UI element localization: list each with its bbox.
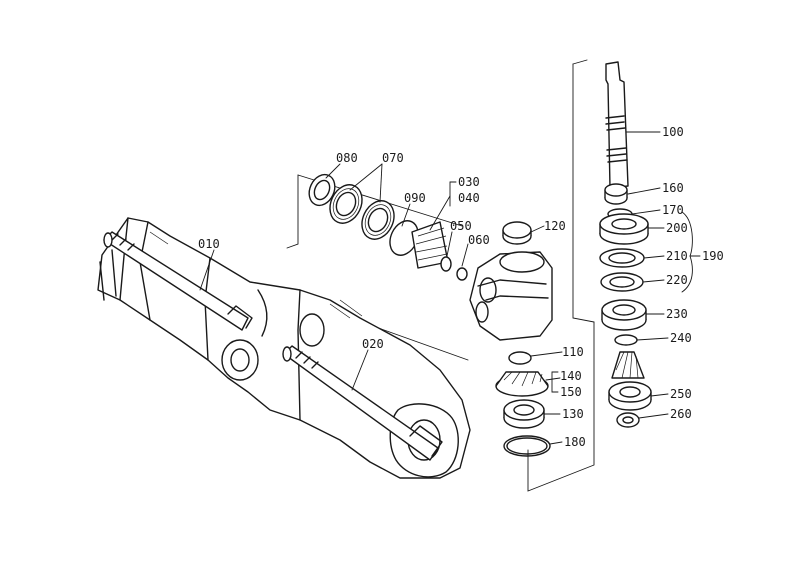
label-110[interactable]: 110	[562, 345, 584, 359]
shaft-010	[103, 231, 253, 331]
seal-210	[599, 248, 645, 268]
shaft-020	[282, 345, 443, 461]
bearing-160	[604, 183, 628, 205]
label-010[interactable]: 010	[198, 237, 220, 251]
label-150[interactable]: 150	[560, 385, 582, 399]
nut-260	[616, 412, 640, 428]
label-020[interactable]: 020	[362, 337, 384, 351]
ring-110	[508, 351, 532, 365]
washer-050	[440, 256, 452, 272]
bearing-070-a	[329, 184, 363, 224]
label-100[interactable]: 100	[662, 125, 684, 139]
label-190[interactable]: 190	[702, 249, 724, 263]
label-210[interactable]: 210	[666, 249, 688, 263]
label-250[interactable]: 250	[670, 387, 692, 401]
gear-case	[469, 251, 553, 341]
bearing-120	[502, 221, 532, 245]
label-080[interactable]: 080	[336, 151, 358, 165]
label-200[interactable]: 200	[666, 221, 688, 235]
bevel-gear-140	[495, 371, 549, 397]
cover-200	[599, 213, 649, 245]
pin-060	[456, 267, 468, 281]
shaft-100	[605, 61, 629, 189]
label-040[interactable]: 040	[458, 191, 480, 205]
label-170[interactable]: 170	[662, 203, 684, 217]
bearing-130	[503, 399, 545, 429]
label-220[interactable]: 220	[666, 273, 688, 287]
label-050[interactable]: 050	[450, 219, 472, 233]
bevel-gear-150	[611, 351, 645, 379]
leader-lines	[199, 131, 701, 445]
label-180[interactable]: 180	[564, 435, 586, 449]
washer-220	[600, 272, 644, 292]
label-060[interactable]: 060	[468, 233, 490, 247]
label-240[interactable]: 240	[670, 331, 692, 345]
label-120[interactable]: 120	[544, 219, 566, 233]
bearing-070-b	[361, 200, 395, 240]
label-090[interactable]: 090	[404, 191, 426, 205]
label-030[interactable]: 030	[458, 175, 480, 189]
label-130[interactable]: 130	[562, 407, 584, 421]
bearing-250	[608, 381, 652, 411]
bevel-gear-030	[411, 221, 449, 269]
label-140[interactable]: 140	[560, 369, 582, 383]
part-labels: 010 020 030 040 050 060 070 080 090 100 …	[198, 125, 724, 449]
bearing-230	[601, 299, 647, 331]
seal-080	[308, 173, 336, 207]
ring-240	[614, 334, 638, 346]
snap-ring-180	[503, 435, 551, 457]
label-160[interactable]: 160	[662, 181, 684, 195]
label-070[interactable]: 070	[382, 151, 404, 165]
label-260[interactable]: 260	[670, 407, 692, 421]
label-230[interactable]: 230	[666, 307, 688, 321]
